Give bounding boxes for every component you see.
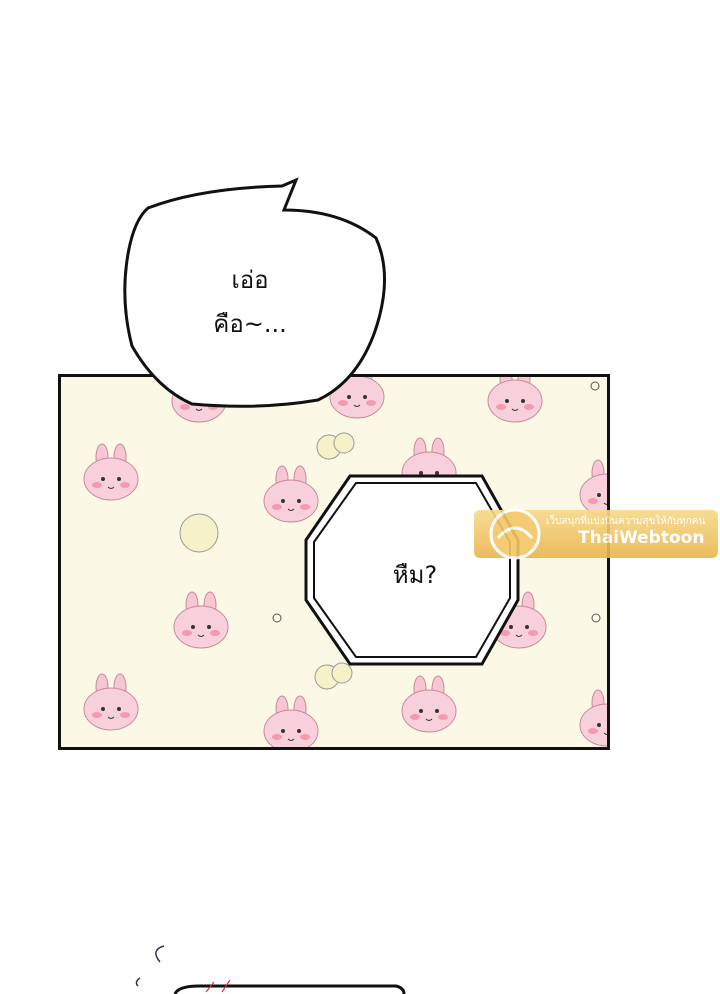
bubble-top-line1: เอ่อ [231, 266, 269, 294]
bubble-top-line2: คือ~... [213, 310, 287, 338]
speech-bubble-top [123, 177, 387, 408]
bubble-center-text: หืม? [392, 561, 438, 589]
watermark-subtitle: เว็บสนุกที่แบ่งปันความสุขให้กับทุกคน [546, 516, 706, 527]
speech-bubble-center [304, 474, 520, 666]
thaiwebtoon-watermark: เว็บสนุกที่แบ่งปันความสุขให้กับทุกคน Tha… [474, 508, 718, 560]
sketch-curl [155, 945, 165, 963]
bunny-pattern [83, 377, 607, 747]
watermark-title: ThaiWebtoon [578, 528, 705, 548]
thaiwebtoon-logo-icon [489, 508, 541, 560]
bubble-top-text: เอ่อ คือ~... [185, 258, 315, 346]
bottom-panel-edge [173, 984, 406, 994]
